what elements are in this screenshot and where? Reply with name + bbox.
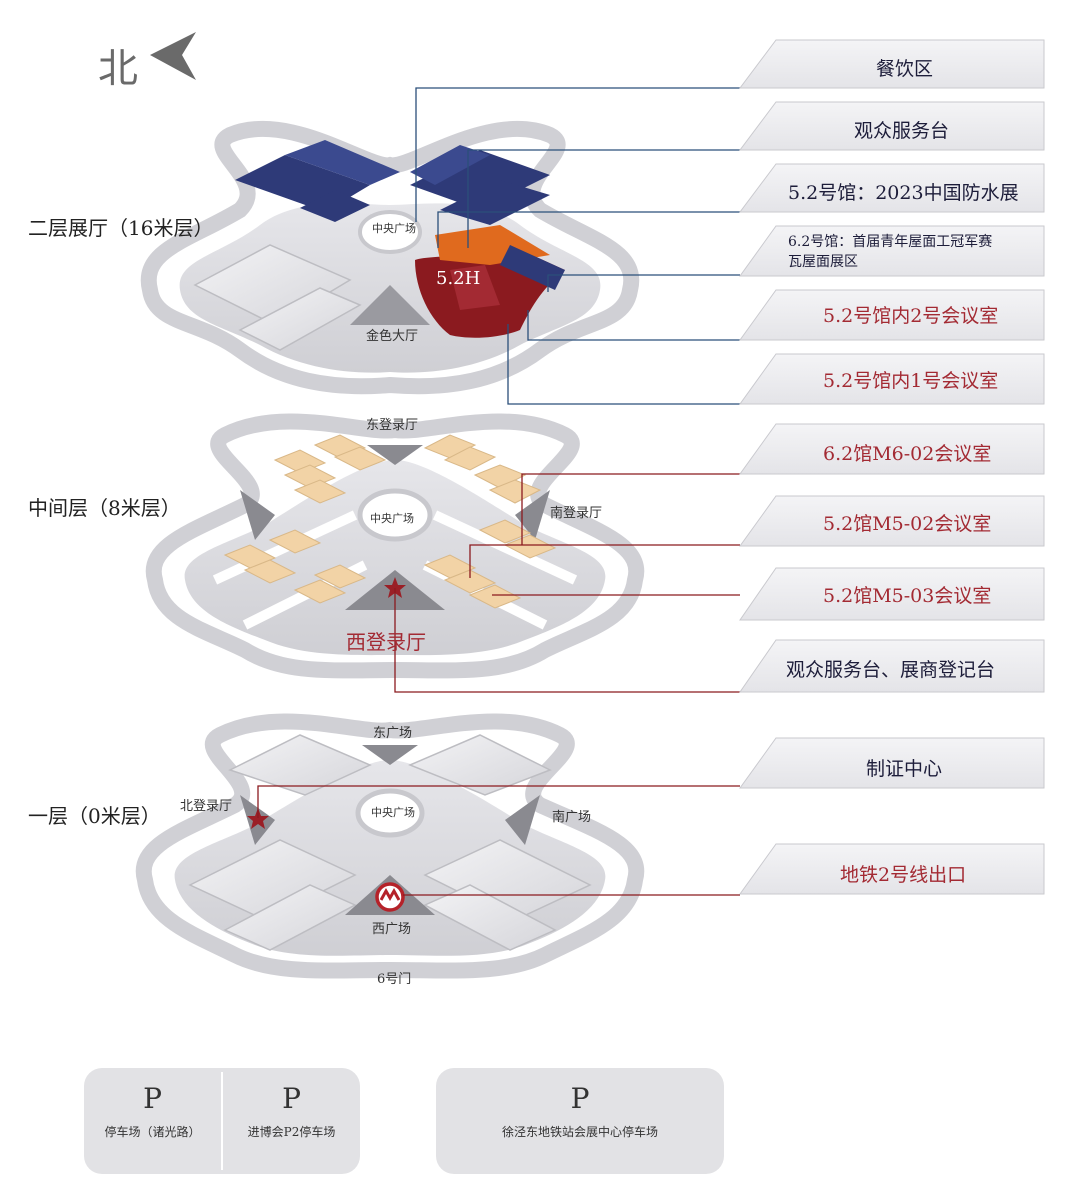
legend-label-m5-03: 5.2馆M5-03会议室 (823, 585, 992, 607)
legend-label-room-1: 5.2号馆内1号会议室 (823, 370, 999, 392)
parking-name: 停车场（诸光路） (104, 1125, 201, 1139)
legend-box (739, 639, 1045, 693)
hall-5-2h-tag: 5.2H (436, 268, 481, 289)
west-square-label: 西广场 (372, 922, 412, 937)
north-arrow-icon (150, 32, 196, 80)
legend-box (739, 843, 1045, 895)
north-label: 北 (98, 46, 138, 92)
central-plaza-label-f2: 中央广场 (372, 222, 416, 235)
central-plaza-label-g: 中央广场 (371, 806, 415, 819)
parking-name: 进博会P2停车场 (247, 1125, 336, 1139)
legend-label-registration: 观众服务台、展商登记台 (786, 659, 996, 681)
leader-lines (257, 87, 740, 896)
west-hall-label: 西登录厅 (346, 630, 426, 654)
parking-xujingdong: P 徐泾东地铁站会展中心停车场 (436, 1082, 724, 1140)
east-square-label: 东广场 (373, 726, 413, 741)
legend-box (739, 101, 1045, 151)
parking-p2: P 进博会P2停车场 (223, 1082, 360, 1140)
gate-label: 6号门 (377, 972, 412, 987)
legend-box (739, 39, 1045, 89)
legend-box (739, 289, 1045, 341)
legend-label-hall-5-2: 5.2号馆：2023中国防水展 (788, 182, 1019, 204)
legend-label-visitor-desk: 观众服务台 (854, 120, 950, 142)
parking-divider (221, 1072, 223, 1170)
star-icon-west-hall (384, 577, 406, 598)
legend-label-hall-6-2: 6.2号馆：首届青年屋面工冠军赛 瓦屋面展区 (788, 234, 993, 270)
legend-box (739, 225, 1045, 277)
legend-label-dining: 餐饮区 (876, 58, 934, 80)
south-hall-label: 南登录厅 (550, 506, 603, 521)
parking-zhuguang: P 停车场（诸光路） (84, 1082, 221, 1140)
legend-box (739, 163, 1045, 213)
floor-middle-plan (145, 413, 645, 679)
floor-label-ground: 一层（0米层） (28, 804, 161, 828)
parking-p-icon: P (143, 1082, 162, 1115)
metro-icon (375, 882, 405, 912)
legend-box (739, 567, 1045, 621)
golden-hall-label: 金色大厅 (366, 329, 419, 344)
legend-box (739, 353, 1045, 405)
legend-box (739, 423, 1045, 475)
east-hall-label: 东登录厅 (366, 418, 419, 433)
legend-box (739, 495, 1045, 547)
parking-name: 徐泾东地铁站会展中心停车场 (501, 1125, 658, 1139)
central-plaza-label-mid: 中央广场 (370, 512, 414, 525)
parking-p-icon: P (570, 1082, 590, 1115)
legend-label-m5-02: 5.2馆M5-02会议室 (823, 513, 992, 535)
star-icon-north-hall (247, 808, 269, 829)
north-hall-label: 北登录厅 (180, 799, 233, 814)
legend-boxes (739, 39, 1045, 895)
floor-ground-plan (135, 713, 645, 979)
south-square-label: 南广场 (552, 810, 592, 825)
parking-p-icon: P (282, 1082, 301, 1115)
floor-label-second: 二层展厅（16米层） (28, 216, 214, 240)
floor-2-plan (140, 121, 640, 395)
parking-group-2: P 徐泾东地铁站会展中心停车场 (436, 1068, 724, 1174)
legend-box (739, 737, 1045, 789)
floor-label-middle: 中间层（8米层） (28, 496, 181, 520)
legend-label-room-2: 5.2号馆内2号会议室 (823, 305, 999, 327)
legend-label-m6-02: 6.2馆M6-02会议室 (823, 443, 992, 465)
parking-group-1: P 停车场（诸光路） P 进博会P2停车场 (84, 1068, 360, 1174)
legend-label-badge-center: 制证中心 (866, 758, 943, 780)
legend-label-metro-exit: 地铁2号线出口 (840, 864, 967, 886)
